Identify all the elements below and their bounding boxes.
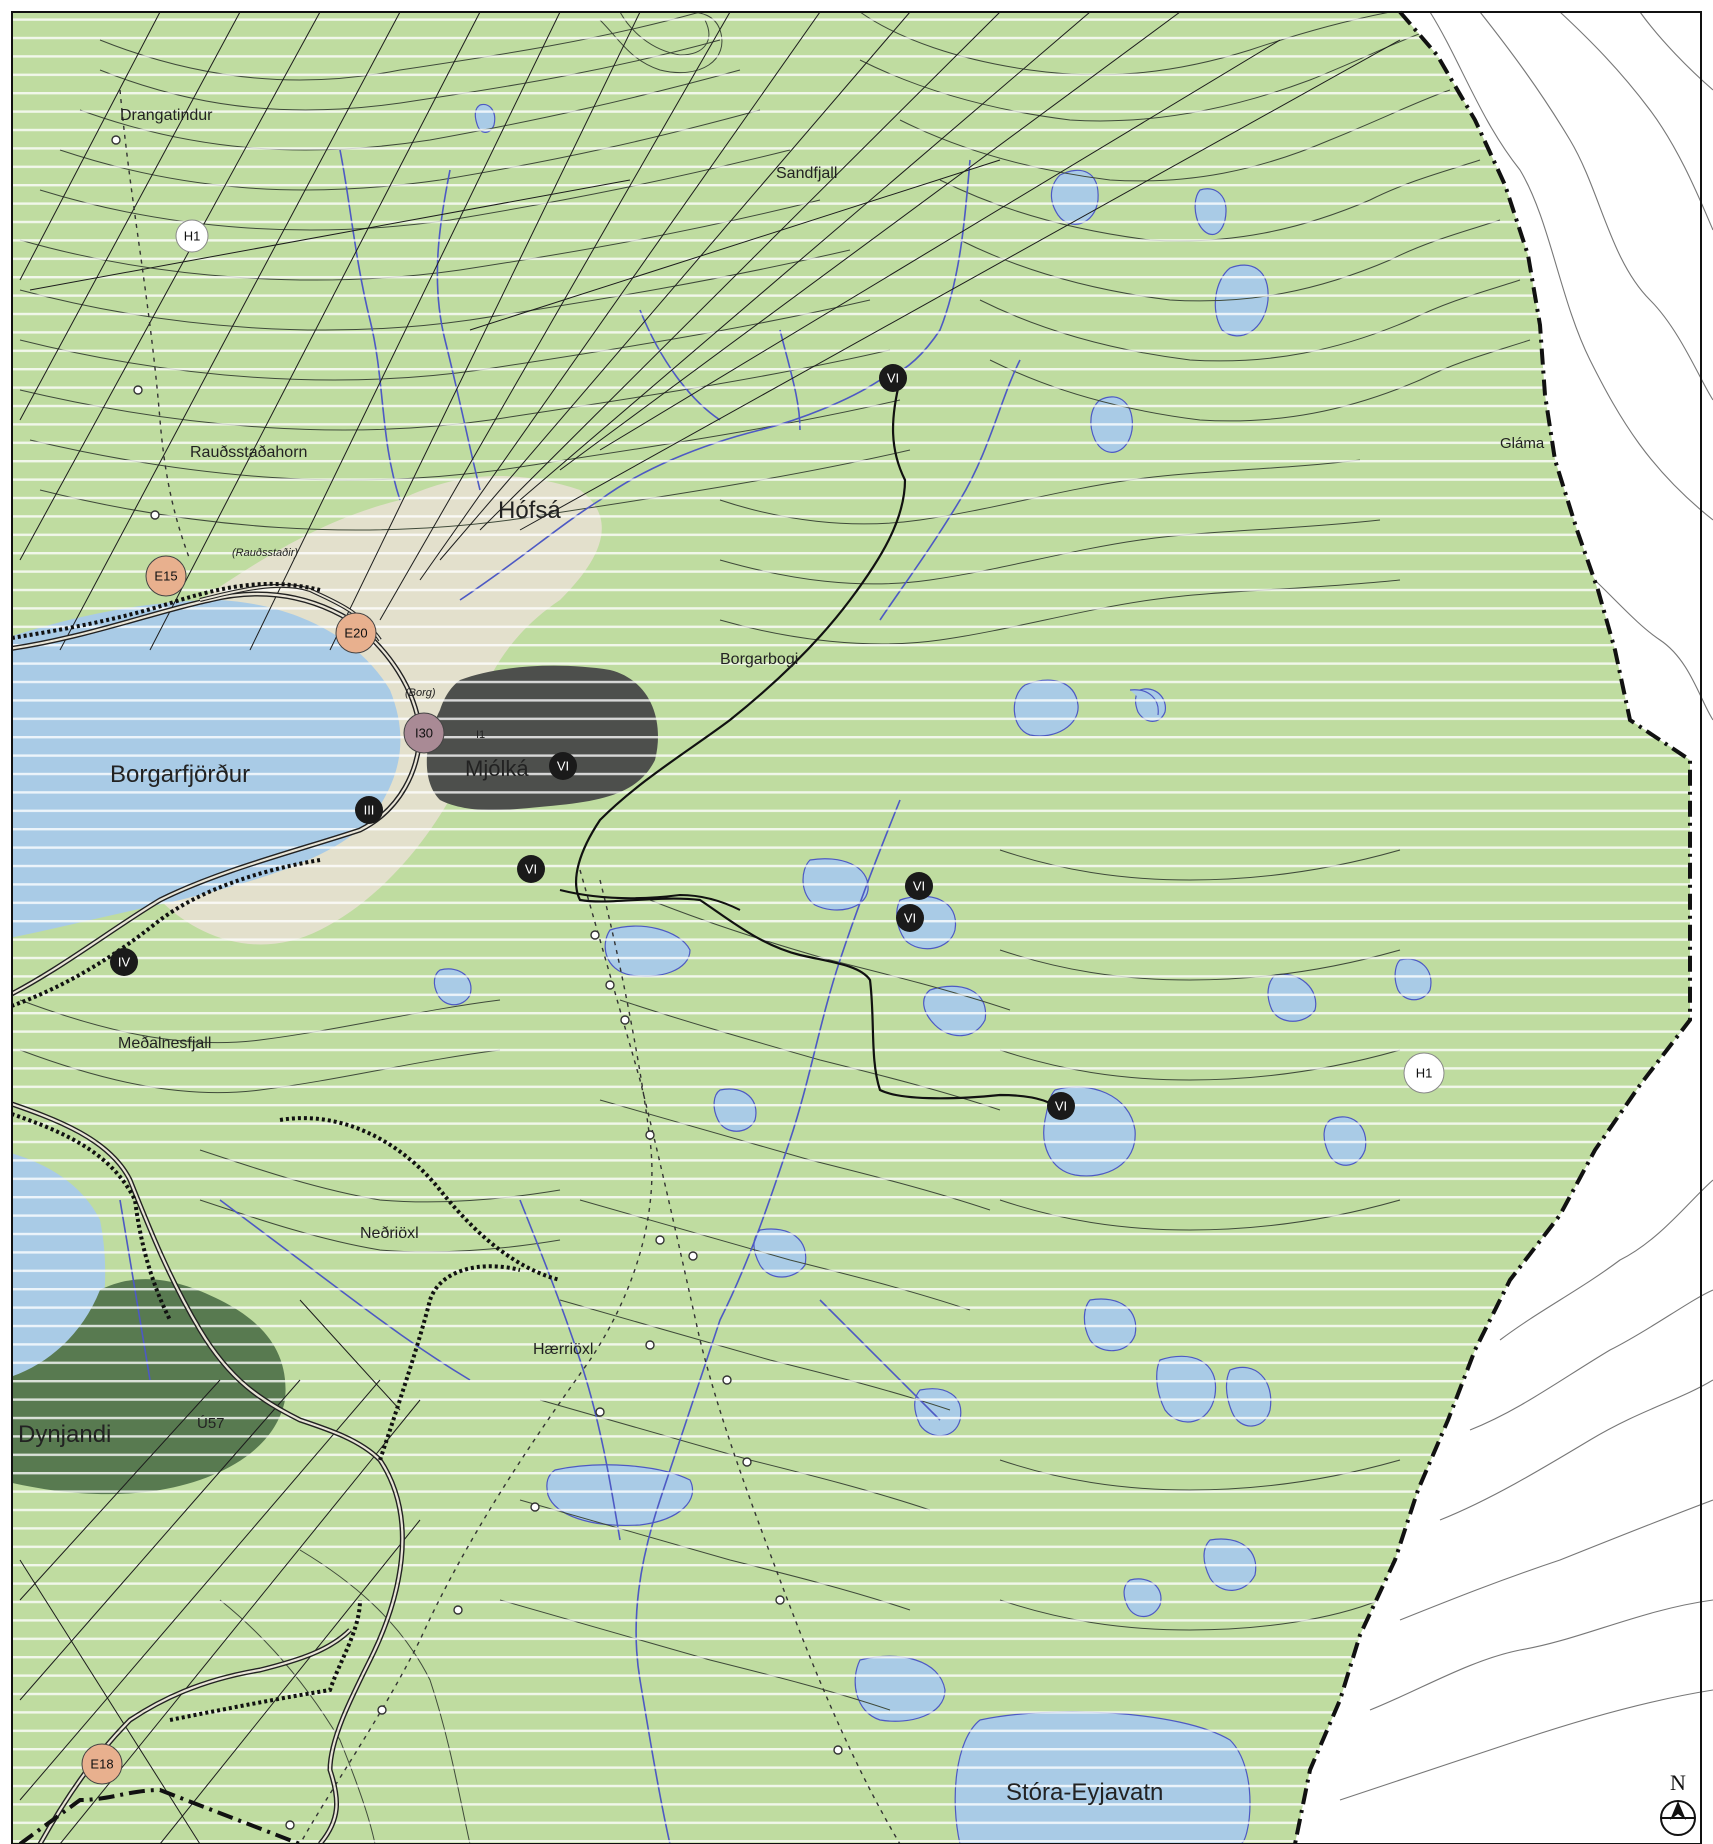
marker-e15[interactable]: E15 <box>145 555 187 597</box>
marker-i30[interactable]: I30 <box>403 712 445 754</box>
label-borg: (Borg) <box>405 687 436 699</box>
label-glama: Gláma <box>1500 435 1545 452</box>
marker-iii[interactable]: III <box>355 796 383 824</box>
route-line-2 <box>559 889 741 911</box>
svg-text:H1: H1 <box>184 229 201 244</box>
svg-text:E20: E20 <box>344 626 367 641</box>
label-raudsstadir: (Rauðsstaðir) <box>232 547 298 559</box>
svg-text:III: III <box>364 803 375 818</box>
zone-boundaries <box>12 581 561 1722</box>
svg-text:VI: VI <box>525 862 537 877</box>
diagonal-lines <box>19 12 1401 1844</box>
marker-vi-f[interactable]: VI <box>1047 1092 1075 1120</box>
marker-vi-a[interactable]: VI <box>879 364 907 392</box>
label-sandfjall: Sandfjall <box>776 165 837 182</box>
label-u57: Ú57 <box>197 1415 225 1432</box>
svg-text:H1: H1 <box>1416 1066 1433 1081</box>
label-mjolka: Mjólká <box>465 756 529 781</box>
svg-text:VI: VI <box>904 911 916 926</box>
label-hofsa: Hófsá <box>498 497 561 524</box>
label-mjolka-small: I1 <box>476 729 485 741</box>
label-drangatindur: Drangatindur <box>120 107 213 124</box>
label-borgarfjordur: Borgarfjörður <box>110 761 250 788</box>
marker-vi-d[interactable]: VI <box>905 872 933 900</box>
svg-text:VI: VI <box>557 759 569 774</box>
svg-text:VI: VI <box>887 371 899 386</box>
svg-text:N: N <box>1670 1770 1686 1795</box>
marker-vi-e[interactable]: VI <box>896 904 924 932</box>
map-frame <box>11 11 1702 1844</box>
svg-text:VI: VI <box>913 879 925 894</box>
label-nedriox: Neðriöxl <box>360 1225 419 1242</box>
marker-h1-top[interactable]: H1 <box>175 219 209 253</box>
route-line <box>575 379 1061 1111</box>
label-haerriox: Hærriöxl <box>533 1341 593 1358</box>
svg-text:I30: I30 <box>415 726 433 741</box>
marker-e18[interactable]: E18 <box>81 1743 123 1785</box>
marker-e20[interactable]: E20 <box>335 612 377 654</box>
label-dynjandi: Dynjandi <box>18 1421 111 1448</box>
north-arrow: N <box>1660 1770 1696 1836</box>
svg-text:E18: E18 <box>90 1757 113 1772</box>
trail-points <box>111 135 843 1830</box>
marker-vi-c[interactable]: VI <box>517 855 545 883</box>
label-medalnesfjall: Meðalnesfjall <box>118 1035 211 1052</box>
area-boundary-bottom <box>18 1787 301 1844</box>
marker-vi-b[interactable]: VI <box>549 752 577 780</box>
area-boundary <box>1293 10 1692 1844</box>
outside-contours <box>1339 11 1713 1801</box>
svg-text:E15: E15 <box>154 569 177 584</box>
label-borgarbogi: Borgarbogi <box>720 651 798 668</box>
label-stora-eyjavatn: Stóra-Eyjavatn <box>1006 1779 1163 1806</box>
trails <box>119 89 901 1844</box>
marker-iv[interactable]: IV <box>110 948 138 976</box>
svg-text:VI: VI <box>1055 1099 1067 1114</box>
marker-h1-right[interactable]: H1 <box>1403 1052 1445 1094</box>
svg-text:IV: IV <box>118 955 131 970</box>
label-raudsstadahorn: Rauðsstaðahorn <box>190 444 307 461</box>
